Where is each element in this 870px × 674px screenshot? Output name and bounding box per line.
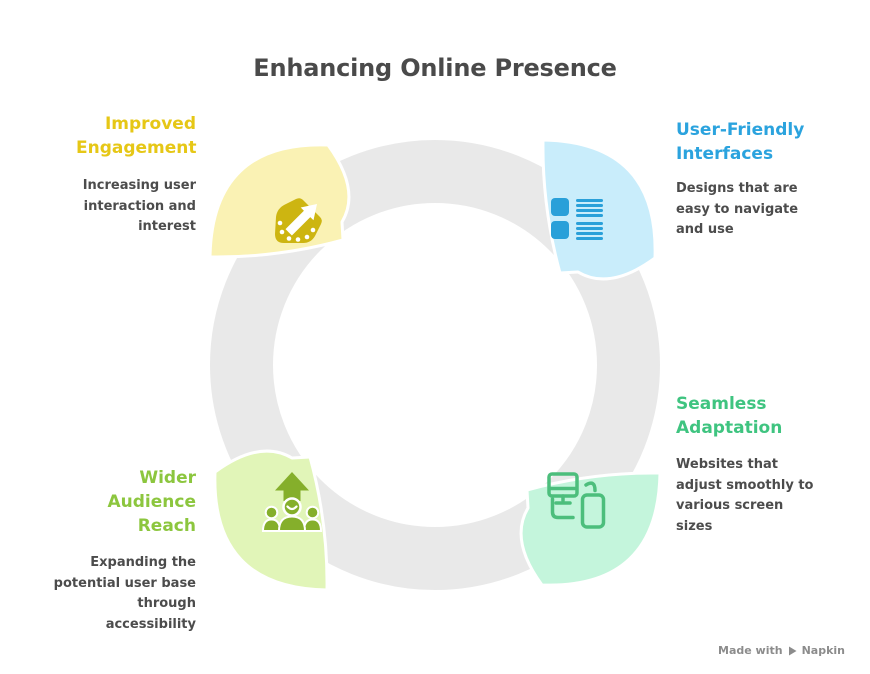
page-title: Enhancing Online Presence	[253, 54, 617, 82]
section-heading: Wider Audience Reach	[107, 468, 197, 537]
interface-list-icon	[551, 198, 603, 240]
watermark-text: Made with	[718, 644, 783, 657]
section-heading: Improved Engagement	[76, 114, 197, 159]
section-description: Expanding the potential user base throug…	[53, 555, 196, 632]
audience-group-icon	[261, 472, 323, 532]
section-description: Designs that are easy to navigate and us…	[676, 181, 799, 238]
watermark: Made with Napkin	[718, 644, 845, 657]
growth-arrow-icon	[275, 198, 322, 243]
responsive-devices-icon	[547, 472, 606, 529]
section-seamless-adaptation: Seamless Adaptation Websites that adjust…	[676, 392, 856, 537]
arrow-segment-seamless-adaptation	[519, 471, 662, 587]
section-description: Websites that adjust smoothly to various…	[676, 457, 814, 534]
section-description: Increasing user interaction and interest	[82, 178, 196, 235]
section-improved-engagement: Improved Engagement Increasing user inte…	[46, 112, 197, 238]
watermark-brand: Napkin	[801, 644, 845, 657]
napkin-logo-icon	[788, 646, 797, 655]
section-wider-audience-reach: Wider Audience Reach Expanding the poten…	[36, 466, 196, 636]
cycle-diagram	[208, 138, 662, 592]
cycle-ring	[210, 140, 660, 590]
section-heading: User-Friendly Interfaces	[676, 120, 805, 165]
section-heading: Seamless Adaptation	[676, 394, 783, 439]
section-user-friendly-interfaces: User-Friendly Interfaces Designs that ar…	[676, 118, 856, 241]
